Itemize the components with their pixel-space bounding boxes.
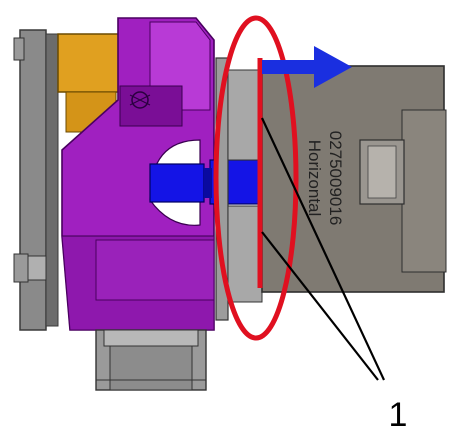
- orientation-label: Horizontal: [305, 140, 324, 217]
- leader-line-upper: [261, 117, 385, 381]
- highlight-ellipse: [213, 15, 299, 341]
- right-arrow-icon: [262, 46, 352, 88]
- label-group: 0275009016: [326, 131, 345, 226]
- orientation-label-group: Horizontal: [305, 140, 324, 217]
- leader-line-lower: [261, 231, 379, 381]
- bottom-cylinder: [95, 329, 207, 391]
- callout-number: 1: [389, 396, 408, 434]
- part-number-label: 0275009016: [326, 131, 345, 226]
- magenta-housing: [61, 17, 215, 331]
- left-mounting-plate: [13, 29, 59, 331]
